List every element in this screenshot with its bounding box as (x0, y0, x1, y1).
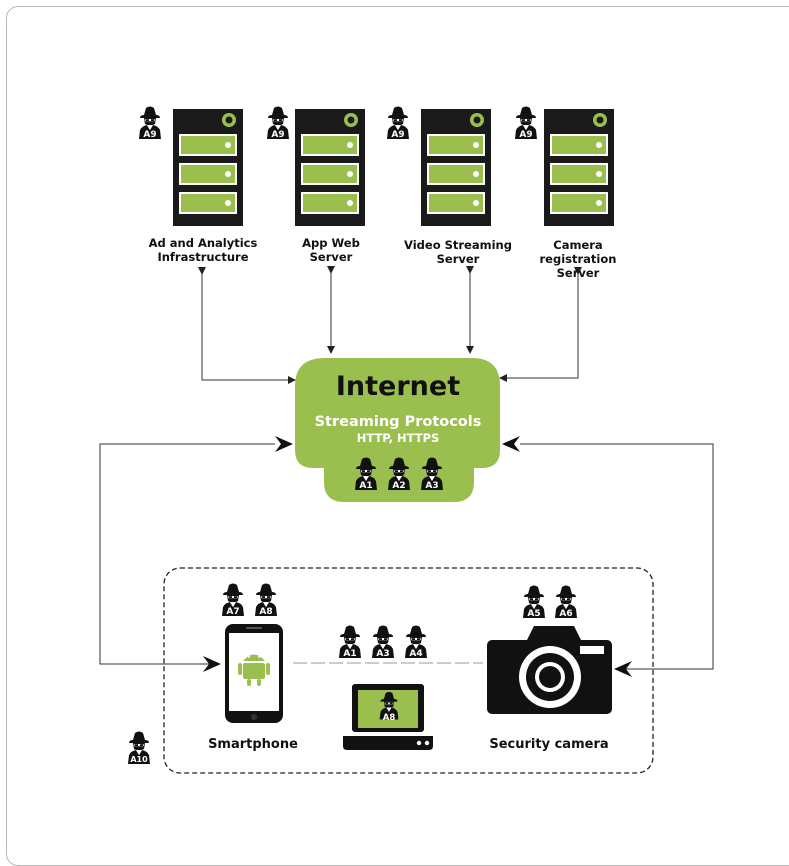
server-label-app-web: App Web Server (266, 236, 396, 264)
attacker-label: A2 (392, 481, 405, 491)
local-network-boundary (163, 567, 654, 774)
spy-icon-server-2: A9 (267, 106, 289, 140)
server-icon-video-streaming (421, 109, 491, 226)
arrow-head-camera (614, 661, 632, 677)
attacker-label: A3 (425, 481, 438, 491)
spy-icon-phone-2: A8 (255, 583, 277, 617)
link-camreg-internet (499, 267, 582, 382)
spy-icon-link-2: A3 (372, 625, 394, 659)
server-label-ad-analytics: Ad and Analytics Infrastructure (138, 236, 268, 264)
attacker-label: A6 (559, 609, 572, 619)
attacker-label: A3 (376, 649, 389, 659)
spy-icon-phone-1: A7 (222, 583, 244, 617)
spy-icon-internet-2: A2 (388, 457, 410, 491)
arrow-head-left-internet (275, 436, 293, 452)
connector-lines (99, 266, 714, 670)
server-label-line2: Infrastructure (157, 250, 249, 264)
spy-icon-server-1: A9 (139, 106, 161, 140)
spy-icon-network: A10 (128, 731, 150, 764)
server-label-video-streaming: Video Streaming Server (393, 238, 523, 266)
server-label-line2: Server (309, 250, 353, 264)
link-camera-internet (520, 443, 714, 670)
attacker-label: A8 (383, 713, 396, 723)
link-phone-internet (99, 443, 275, 665)
server-label-line1: App Web (302, 236, 360, 250)
spy-icon-internet-3: A3 (421, 457, 443, 491)
spy-icon-laptop: A8 (379, 691, 399, 723)
smartphone-label: Smartphone (208, 737, 298, 752)
attacker-label: A9 (519, 130, 532, 140)
spy-icon-server-3: A9 (387, 106, 409, 140)
server-icon-camera-registration (544, 109, 614, 226)
attacker-label: A5 (527, 609, 540, 619)
camera-icon (487, 626, 612, 714)
server-label-line1: Ad and Analytics (148, 236, 258, 250)
attacker-label: A9 (391, 130, 404, 140)
internet-cloud (295, 358, 500, 502)
spy-icon-link-3: A4 (405, 625, 427, 659)
server-label-line1: Camera registration (539, 238, 617, 266)
internet-subtitle: Streaming Protocols (314, 414, 482, 430)
attacker-label: A4 (409, 649, 422, 659)
server-icon-ad-analytics (173, 109, 243, 226)
spy-icon-internet-1: A1 (355, 457, 377, 491)
internet-title: Internet (335, 371, 461, 402)
camera-label: Security camera (489, 737, 609, 752)
link-ad-internet (198, 267, 296, 384)
internet-protocols: HTTP, HTTPS (356, 431, 440, 445)
server-icon-app-web (295, 109, 365, 226)
android-icon (238, 654, 270, 686)
attacker-label: A1 (343, 649, 356, 659)
spy-icon-camera-1: A5 (523, 585, 545, 619)
server-label-line2: Server (556, 266, 600, 280)
attacker-label: A8 (259, 607, 272, 617)
server-label-line2: Server (436, 252, 480, 266)
attacker-label: A9 (271, 130, 284, 140)
arrow-head-phone (203, 656, 221, 672)
server-label-line1: Video Streaming (404, 238, 512, 252)
attacker-label: A9 (143, 130, 156, 140)
attacker-label: A7 (226, 607, 239, 617)
spy-icon-camera-2: A6 (555, 585, 577, 619)
spy-icon-server-4: A9 (515, 106, 537, 140)
arrow-head-right-internet (502, 436, 520, 452)
server-label-camera-registration: Camera registration Server (513, 238, 643, 280)
attacker-label: A1 (359, 481, 372, 491)
spy-icon-link-1: A1 (339, 625, 361, 659)
attacker-label: A10 (130, 755, 148, 764)
